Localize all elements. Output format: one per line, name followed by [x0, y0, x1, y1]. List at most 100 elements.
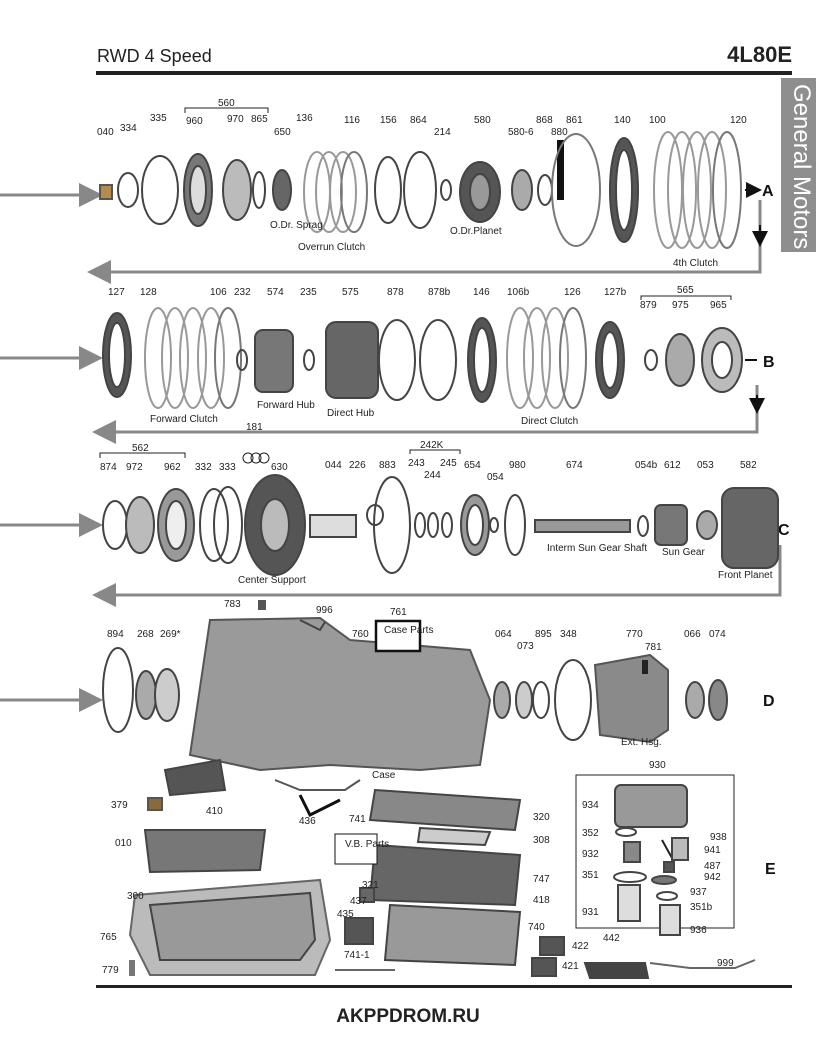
part-861: 861	[566, 115, 583, 126]
part-332: 332	[195, 462, 212, 473]
brand-side-tab: General Motors	[781, 78, 816, 252]
part-320: 320	[533, 812, 550, 823]
part-074: 074	[709, 629, 726, 640]
part-126: 126	[564, 287, 581, 298]
part-268: 268	[137, 629, 154, 640]
part-883: 883	[379, 460, 396, 471]
part-064: 064	[495, 629, 512, 640]
part-214: 214	[434, 127, 451, 138]
row3-components	[102, 474, 779, 576]
part-040: 040	[97, 127, 114, 138]
header-rule	[96, 71, 792, 75]
part-938: 938	[710, 832, 727, 843]
part-100: 100	[649, 115, 666, 126]
part-612: 612	[664, 460, 681, 471]
label-forward-clutch: Forward Clutch	[150, 414, 218, 425]
label-case: Case	[372, 770, 396, 781]
part-936: 936	[690, 925, 707, 936]
part-054: 054	[487, 472, 504, 483]
part-106: 106	[210, 287, 227, 298]
part-864: 864	[410, 115, 427, 126]
part-865: 865	[251, 114, 268, 125]
footer-source: AKPPDROM.RU	[336, 1006, 480, 1027]
part-941: 941	[704, 845, 721, 856]
part-053: 053	[697, 460, 714, 471]
page-title: 4L80E	[727, 42, 792, 67]
part-245: 245	[440, 458, 457, 469]
part-333: 333	[219, 462, 236, 473]
part-010: 010	[115, 838, 132, 849]
row1-group-brace	[184, 107, 269, 113]
label-interm-sun-gear-shaft: Interm Sun Gear Shaft	[547, 543, 647, 554]
part-747: 747	[533, 874, 550, 885]
part-410: 410	[206, 806, 223, 817]
part-980: 980	[509, 460, 526, 471]
part-879: 879	[640, 300, 657, 311]
part-054-b: 054b	[635, 460, 658, 471]
part-999: 999	[717, 958, 734, 969]
part-146: 146	[473, 287, 490, 298]
section-b-label: B	[763, 354, 775, 371]
part-436: 436	[299, 816, 316, 827]
part-972: 972	[126, 462, 143, 473]
part-226: 226	[349, 460, 366, 471]
part-435: 435	[337, 909, 354, 920]
row4-components	[102, 600, 728, 772]
part-243: 243	[408, 458, 425, 469]
part-422: 422	[572, 941, 589, 952]
row2-components	[102, 307, 743, 409]
part-437: 321	[362, 880, 379, 891]
part-975: 975	[672, 300, 689, 311]
label-ext-hsg: Ext. Hsg.	[621, 737, 662, 748]
part-582: 582	[740, 460, 757, 471]
part-421: 421	[562, 961, 579, 972]
part-351: 351	[582, 870, 599, 881]
part-156: 156	[380, 115, 397, 126]
part-765: 765	[100, 932, 117, 943]
part-136: 136	[296, 113, 313, 124]
part-116: 116	[344, 115, 360, 126]
label-sun-gear: Sun Gear	[662, 547, 705, 558]
label-direct-hub: Direct Hub	[327, 408, 375, 419]
part-442: 442	[603, 933, 620, 944]
part-878: 878	[387, 287, 404, 298]
row5-components	[128, 758, 756, 979]
part-044: 044	[325, 460, 342, 471]
part-931: 931	[582, 907, 599, 918]
part-560: 560	[218, 98, 235, 109]
part-140: 140	[614, 115, 631, 126]
part-868: 868	[536, 115, 553, 126]
part-127-b: 127b	[604, 287, 627, 298]
page-subtitle: RWD 4 Speed	[97, 46, 212, 66]
part-760: 760	[352, 629, 369, 640]
part-674: 674	[566, 460, 583, 471]
section-a-label: A	[762, 183, 774, 200]
part-334: 334	[120, 123, 137, 134]
part-487: 487	[704, 861, 721, 872]
section-d-label: D	[763, 693, 775, 710]
part-932: 932	[582, 849, 599, 860]
part-781: 781	[645, 642, 662, 653]
part-073: 073	[517, 641, 534, 652]
part-418: 437	[350, 896, 367, 907]
part-878-b: 878b	[428, 287, 451, 298]
section-e-label: E	[765, 861, 776, 878]
part-895: 895	[535, 629, 552, 640]
label-vb-parts: V.B. Parts	[345, 839, 389, 850]
part-761: 761	[390, 607, 407, 618]
part-942: 942	[704, 872, 721, 883]
part-970: 970	[227, 114, 244, 125]
part-996: 996	[316, 605, 333, 616]
part-352: 352	[582, 828, 599, 839]
part-321: 418	[533, 895, 550, 906]
part-894: 894	[107, 629, 124, 640]
part-335: 335	[150, 113, 167, 124]
footer-rule	[96, 985, 792, 988]
part-244: 244	[424, 470, 441, 481]
part-934: 934	[582, 800, 599, 811]
part-783: 783	[224, 599, 241, 610]
part-779: 779	[102, 965, 119, 976]
part-965: 965	[710, 300, 727, 311]
part-741-1: 741-1	[344, 950, 370, 961]
